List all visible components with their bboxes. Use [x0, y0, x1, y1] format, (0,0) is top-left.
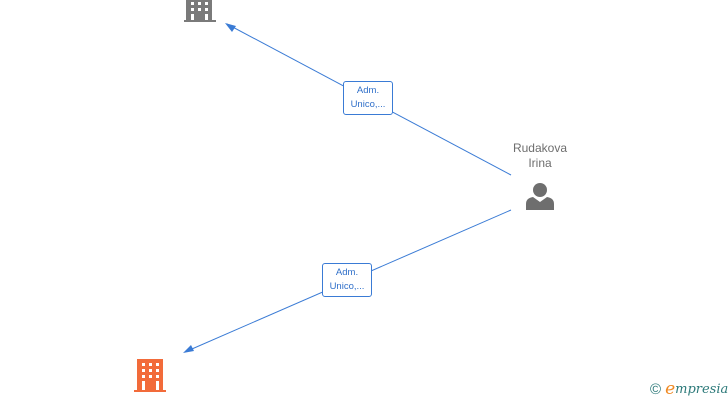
company-node-top[interactable]	[184, 0, 216, 22]
relation-label-bottom[interactable]: Adm. Unico,...	[322, 263, 372, 297]
relation-label-line2: Unico,...	[350, 99, 386, 110]
arrowhead-bottom	[183, 345, 194, 353]
arrowhead-top	[225, 23, 236, 32]
empresia-watermark[interactable]: © e mpresia	[650, 379, 728, 399]
person-name-line1: Rudakova	[512, 141, 568, 155]
person-name-label[interactable]: Rudakova Irina	[500, 141, 580, 171]
person-icon	[533, 183, 547, 197]
company-node-bottom[interactable]	[134, 359, 166, 392]
person-node[interactable]	[526, 183, 554, 210]
relation-label-line1: Adm.	[356, 85, 380, 96]
brand-initial: e	[665, 379, 676, 399]
relation-label-line2: Unico,...	[329, 281, 365, 292]
person-name-line2: Irina	[528, 156, 552, 170]
brand-name: mpresia	[675, 381, 728, 397]
relation-label-line1: Adm.	[335, 267, 359, 278]
copyright-icon: ©	[650, 380, 662, 398]
relation-label-top[interactable]: Adm. Unico,...	[343, 81, 393, 115]
